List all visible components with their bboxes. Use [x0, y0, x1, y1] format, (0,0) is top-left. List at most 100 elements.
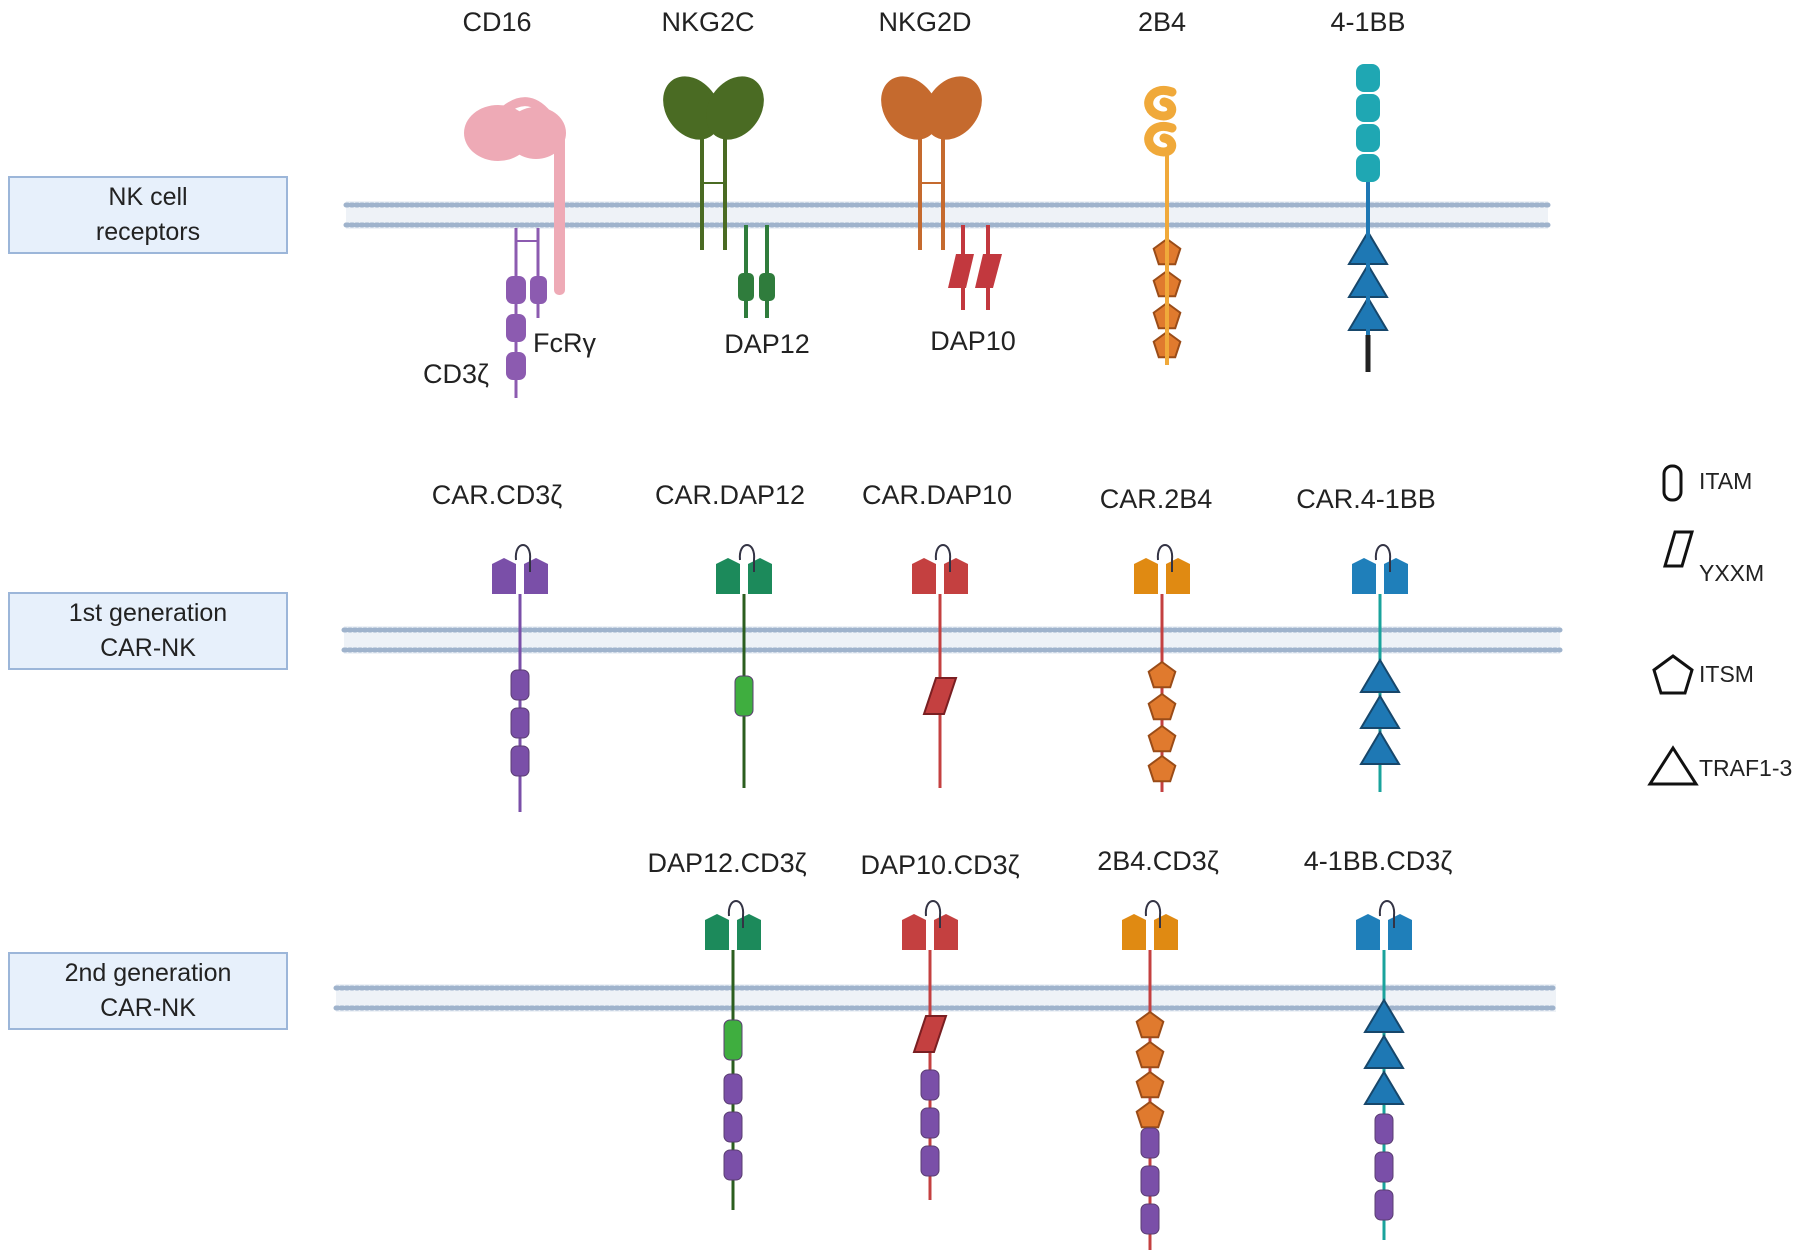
scfv-domain: [1166, 558, 1190, 594]
traf-icon: [1647, 745, 1699, 786]
scfv-domain: [705, 914, 729, 950]
itam-motif: [723, 1019, 743, 1061]
receptor-name: 2B4: [1138, 7, 1186, 37]
itam-motif: [506, 276, 526, 304]
row-label-nk-receptors: NK cell receptors: [8, 176, 288, 254]
itsm-motif: [1147, 724, 1177, 753]
car-construct: [1122, 900, 1178, 1250]
traf-motif: [1359, 730, 1401, 765]
scfv-domain: [492, 558, 516, 594]
itsm-motif: [1135, 1010, 1165, 1039]
scfv-domain: [1154, 914, 1178, 950]
scfv-domain: [902, 914, 926, 950]
scfv-domain: [737, 914, 761, 950]
legend-label: ITAM: [1699, 468, 1752, 494]
legend: ITAM YXXM ITSM TRAF1-3: [1647, 464, 1792, 786]
car-construct: [1356, 900, 1412, 1240]
scfv-domain: [748, 558, 772, 594]
traf-motif: [1363, 1070, 1405, 1105]
construct-name: CAR.4-1BB: [1296, 484, 1436, 514]
cell-membrane: [341, 626, 1563, 654]
construct-name: DAP12.CD3ζ: [648, 848, 807, 878]
itam-motif: [510, 745, 530, 777]
itam-motif: [530, 276, 547, 304]
yxxm-motif: [922, 677, 958, 715]
row-label-line: 2nd generation: [64, 959, 232, 987]
itam-motif: [1374, 1113, 1394, 1145]
receptor-nkg2d: NKG2D DAP10: [878, 7, 1015, 356]
gen1-constructs: [492, 544, 1408, 812]
membranes: [333, 201, 1563, 1012]
itam-motif: [506, 314, 526, 342]
row-label-line: CAR-NK: [100, 634, 196, 662]
itsm-icon: [1652, 654, 1694, 695]
scfv-domain: [912, 558, 936, 594]
nkg2c-lobe: [706, 76, 764, 140]
itam-motif: [920, 1069, 940, 1101]
car-construct: [705, 900, 761, 1210]
row-label-1st-generation: 1st generation CAR-NK: [8, 592, 288, 670]
construct-name: 2B4.CD3ζ: [1097, 846, 1219, 876]
row-label-line: receptors: [95, 218, 201, 246]
construct-name: CAR.DAP10: [862, 480, 1012, 510]
itam-motif: [510, 669, 530, 701]
construct-name: 4-1BB.CD3ζ: [1304, 846, 1453, 876]
receptor-4-1bb: 4-1BB: [1330, 7, 1406, 372]
itam-motif: [920, 1107, 940, 1139]
itam-motif: [738, 273, 754, 301]
car-construct: [902, 900, 958, 1200]
scfv-linker: [1378, 900, 1396, 928]
scfv-domain: [944, 558, 968, 594]
car-construct: [912, 544, 968, 788]
receptor-nkg2c: NKG2C DAP12: [661, 7, 809, 359]
legend-label: TRAF1-3: [1699, 755, 1792, 781]
nkg2d-lobe: [924, 76, 982, 140]
b41bb-domain: [1356, 154, 1380, 182]
b2b4-domain: [1144, 121, 1177, 157]
scfv-linker: [924, 900, 942, 928]
scfv-domain: [934, 914, 958, 950]
itsm-motif: [1135, 1070, 1165, 1099]
scfv-domain: [1122, 914, 1146, 950]
legend-label: ITSM: [1699, 661, 1754, 687]
adaptor-label-cd3z: CD3ζ: [423, 359, 489, 389]
scfv-domain: [1134, 558, 1158, 594]
receptor-name: CD16: [462, 7, 531, 37]
nkg2c-lobe: [663, 76, 721, 140]
itam-icon: [1662, 464, 1683, 502]
traf-motif: [1359, 658, 1401, 693]
b41bb-domain: [1356, 64, 1380, 92]
b2b4-domain: [1144, 85, 1177, 121]
itsm-motif: [1147, 660, 1177, 689]
scfv-domain: [1388, 914, 1412, 950]
cell-membrane: [343, 201, 1551, 229]
itsm-motif: [1147, 754, 1177, 783]
construct-name: CAR.2B4: [1100, 484, 1213, 514]
itam-motif: [734, 675, 754, 717]
scfv-domain: [1356, 914, 1380, 950]
b41bb-domain: [1356, 94, 1380, 122]
traf-motif: [1363, 1034, 1405, 1069]
scfv-linker: [934, 544, 952, 572]
receptor-cd16: CD16 FcRγ CD3ζ: [423, 7, 596, 398]
traf-motif: [1363, 998, 1405, 1033]
yxxm-motif: [912, 1015, 948, 1053]
nkg2d-lobe: [881, 76, 939, 140]
traf-motif: [1359, 694, 1401, 729]
construct-name: CAR.DAP12: [655, 480, 805, 510]
yxxm-motif: [948, 254, 974, 288]
construct-name: DAP10.CD3ζ: [861, 850, 1020, 880]
row-label-line: 1st generation: [68, 599, 228, 627]
receptor-name: NKG2D: [878, 7, 971, 37]
row-label-line: NK cell: [108, 183, 188, 211]
scfv-linker: [1374, 544, 1392, 572]
receptor-name: NKG2C: [661, 7, 754, 37]
gen2-constructs: [705, 900, 1412, 1250]
b41bb-domain: [1356, 124, 1380, 152]
row-label-line: CAR-NK: [100, 994, 196, 1022]
yxxm-icon: [1662, 530, 1695, 568]
scfv-linker: [1144, 900, 1162, 928]
itam-motif: [510, 707, 530, 739]
itam-motif: [506, 352, 526, 380]
